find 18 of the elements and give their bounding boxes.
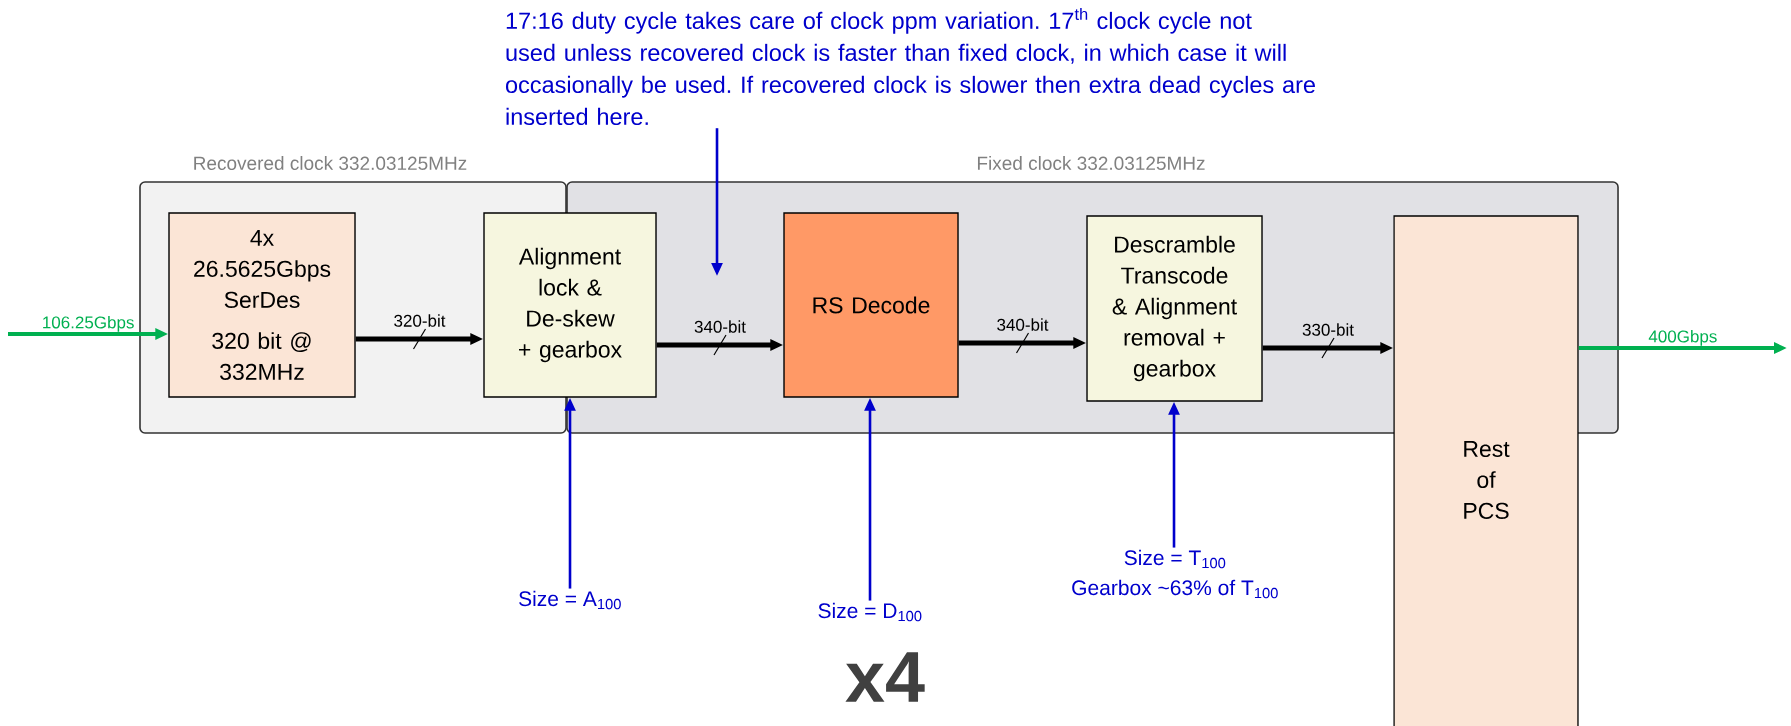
process-box: RS Decode bbox=[783, 212, 959, 398]
process-box: 4x 26.5625Gbps SerDes 320 bit @ 332MHz bbox=[168, 212, 356, 398]
annotation-text: Size = T$_{100}$ Gearbox ~63% of T$_{100}$ bbox=[1072, 549, 1278, 599]
edge-label: 320-bit bbox=[394, 314, 446, 327]
edge-label: 400Gbps bbox=[1648, 329, 1717, 346]
edge-label: 340-bit bbox=[694, 320, 746, 333]
edge-label: 330-bit bbox=[1302, 323, 1354, 336]
annotation-text: 17:16 duty cycle takes care of clock ppm variation. 17$^{th}$ clock cycle not used unless recovered clock is faster than fixed clock, in which case it will occasionally be used. If recovered clock is slower then extra dead cycles are inserted here. bbox=[506, 7, 1315, 126]
edge-label: 106.25Gbps bbox=[43, 315, 134, 332]
annotation-text: Size = D$_{100}$ bbox=[818, 602, 922, 622]
annotation-text: Size = A$_{100}$ bbox=[519, 590, 621, 610]
edge-label: 340-bit bbox=[997, 318, 1049, 331]
process-box: Descramble Transcode & Alignment removal + gearbox bbox=[1086, 215, 1263, 402]
process-box: Rest of PCS bbox=[1393, 215, 1579, 726]
process-box: Alignment lock & De-skew + gearbox bbox=[483, 212, 657, 398]
domain-label: Recovered clock 332.03125MHz bbox=[194, 156, 467, 170]
domain-label: Fixed clock 332.03125MHz bbox=[978, 156, 1205, 170]
multiplier-label: x4 bbox=[845, 652, 925, 702]
